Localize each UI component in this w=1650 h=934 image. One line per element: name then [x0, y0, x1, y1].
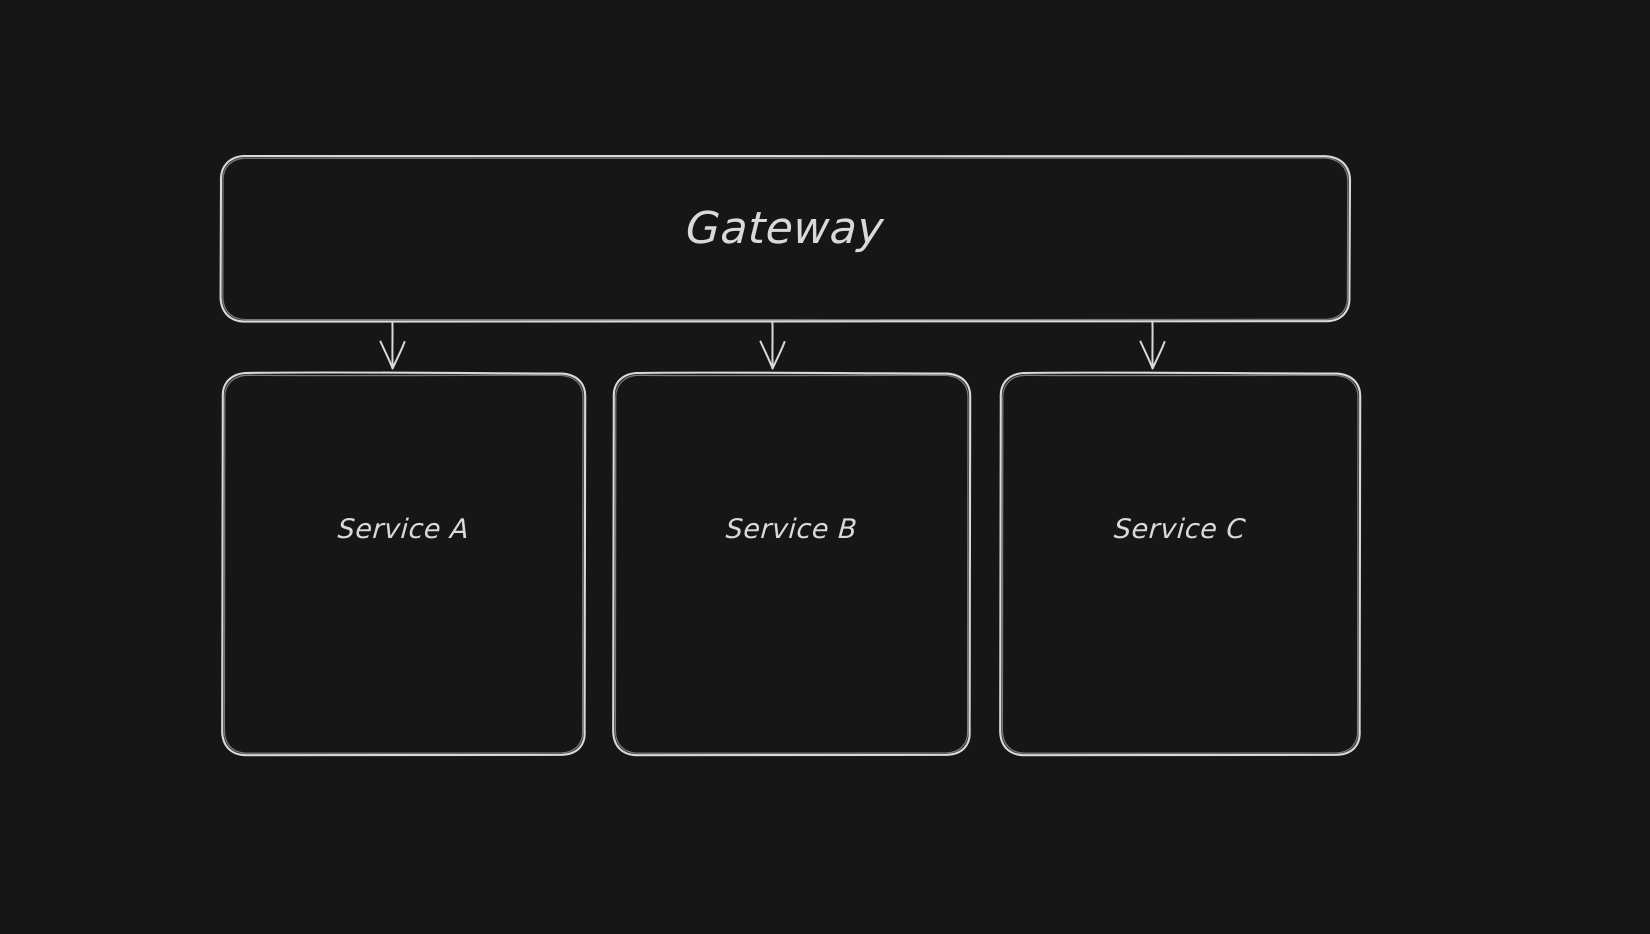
edge-gateway-service-a-arrowhead-icon	[379, 340, 406, 370]
service-a-node-label: Service A	[336, 514, 471, 545]
service-c-box-outline-stroke-2	[1001, 374, 1359, 754]
service-a-box-outline-stroke-1	[221, 371, 587, 757]
edge-gateway-service-c[interactable]	[1139, 321, 1166, 370]
service-b-node-shape[interactable]	[612, 371, 972, 757]
edge-gateway-service-b[interactable]	[759, 321, 786, 370]
service-a-box-outline-stroke-2	[223, 374, 584, 754]
service-b-box-outline-stroke-2	[614, 374, 969, 754]
service-a-node-shape[interactable]	[221, 371, 587, 757]
gateway-node-label: Gateway	[684, 203, 886, 254]
gateway-box-outline-stroke-1	[219, 154, 1352, 323]
edge-gateway-service-a[interactable]	[379, 321, 406, 370]
service-b-node-label: Service B	[724, 514, 859, 545]
service-c-node-label: Service C	[1113, 514, 1247, 545]
gateway-node-shape[interactable]	[219, 154, 1352, 323]
edge-gateway-service-b-arrowhead-icon	[759, 340, 786, 370]
service-b-box-outline-stroke-1	[612, 371, 972, 757]
edge-gateway-service-c-arrowhead-icon	[1139, 340, 1166, 370]
service-c-box-outline-stroke-1	[999, 371, 1362, 757]
gateway-box-outline-stroke-2	[222, 157, 1349, 321]
service-c-node-shape[interactable]	[999, 371, 1362, 757]
